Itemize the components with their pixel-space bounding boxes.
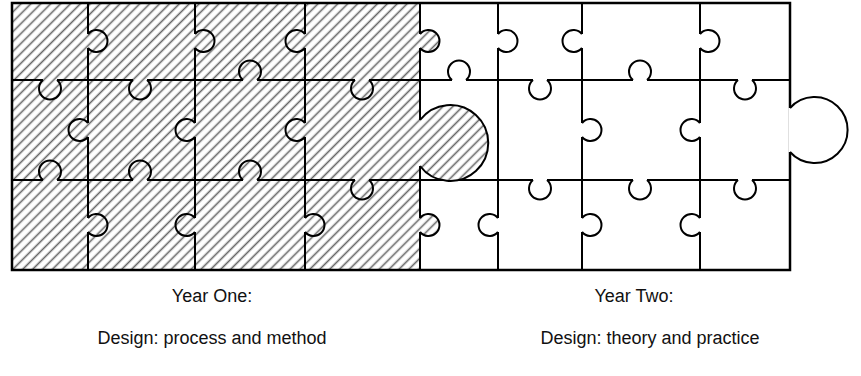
course-title: Design: process and method (97, 328, 326, 350)
year-label: Year Two: (594, 286, 673, 308)
year-one-half (12, 3, 420, 270)
piece-seams (12, 3, 790, 270)
course-title: Design: theory and practice (540, 328, 759, 350)
puzzle-knobs (39, 30, 848, 236)
year-label: Year One: (172, 286, 252, 308)
puzzle-frame (12, 3, 790, 270)
